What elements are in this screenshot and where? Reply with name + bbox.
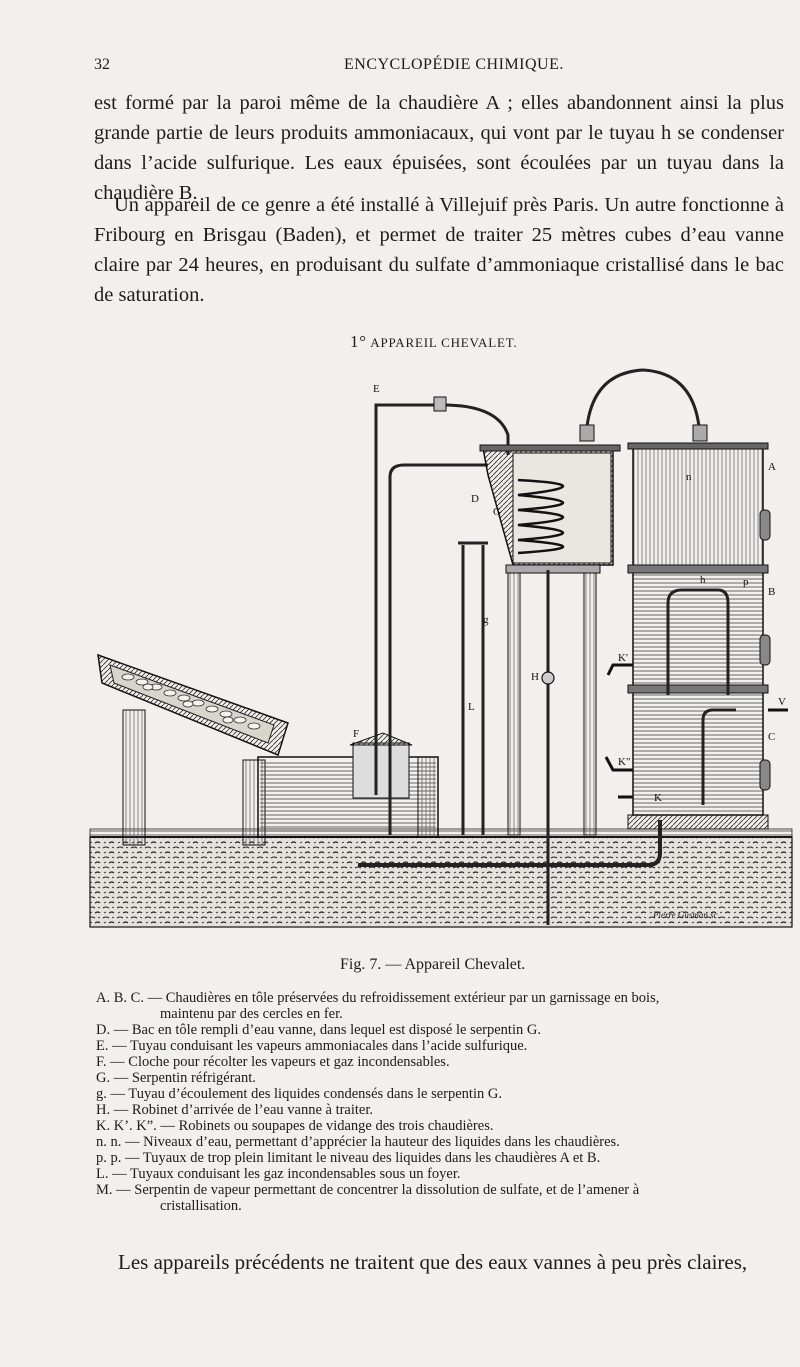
legend-item: E. — Tuyau conduisant les vapeurs ammoni… bbox=[96, 1038, 790, 1054]
legend-key: n. n. — bbox=[96, 1134, 140, 1150]
legend-item: g. — Tuyau d’écoulement des liquides con… bbox=[96, 1086, 790, 1102]
legend-key: p. p. — bbox=[96, 1150, 140, 1166]
legend-desc: Serpentin de vapeur permettant de concen… bbox=[134, 1182, 640, 1198]
legend-desc: Tuyau d’écoulement des liquides condensé… bbox=[128, 1086, 502, 1102]
label-V: V bbox=[778, 696, 786, 708]
label-K1: K' bbox=[618, 652, 628, 664]
legend-desc: Tuyaux conduisant les gaz incondensables… bbox=[129, 1166, 461, 1182]
figure-heading: 1° APPAREIL CHEVALET. bbox=[350, 332, 518, 352]
legend-desc: Cloche pour récolter les vapeurs et gaz … bbox=[128, 1054, 450, 1070]
legend-key: g. — bbox=[96, 1086, 125, 1102]
page-number: 32 bbox=[94, 56, 110, 73]
apparatus-engraving: E D G g L H F A B C n p h K' K" K V Pier… bbox=[89, 368, 793, 928]
legend-key: A. B. C. — bbox=[96, 990, 163, 1006]
label-C: C bbox=[768, 731, 775, 743]
acid-tank bbox=[257, 732, 439, 838]
label-h: h bbox=[700, 574, 706, 586]
refrigerant-box-D bbox=[479, 444, 621, 566]
label-B: B bbox=[768, 586, 775, 598]
figure-caption: Fig. 7. — Appareil Chevalet. bbox=[340, 956, 526, 973]
figure-heading-number: 1° bbox=[350, 332, 367, 351]
label-p: p bbox=[743, 576, 749, 588]
paragraph-1: est formé par la paroi même de la chaudi… bbox=[94, 92, 784, 204]
running-title: ENCYCLOPÉDIE CHIMIQUE. bbox=[344, 56, 564, 73]
legend-key: D. — bbox=[96, 1022, 129, 1038]
label-H: H bbox=[531, 671, 539, 683]
boiler-column bbox=[604, 442, 788, 830]
legend-key: F. — bbox=[96, 1054, 125, 1070]
running-head: 32 ENCYCLOPÉDIE CHIMIQUE. bbox=[94, 56, 760, 78]
legend-desc: Tuyau conduisant les vapeurs ammoniacale… bbox=[129, 1038, 528, 1054]
crystallizer-tray bbox=[97, 653, 289, 846]
legend-desc: Tuyaux de trop plein limitant le niveau … bbox=[142, 1150, 601, 1166]
label-E: E bbox=[373, 383, 380, 395]
legend-item: K. K’. K”. — Robinets ou soupapes de vid… bbox=[96, 1118, 790, 1134]
legend-item: F. — Cloche pour récolter les vapeurs et… bbox=[96, 1054, 790, 1070]
legend-desc: Robinet d’arrivée de l’eau vanne à trait… bbox=[131, 1102, 374, 1118]
legend-key: H. — bbox=[96, 1102, 129, 1118]
legend-item: A. B. C. — Chaudières en tôle préservées… bbox=[96, 990, 790, 1022]
label-K: K bbox=[654, 792, 662, 804]
legend-desc: Chaudières en tôle préservées du refroid… bbox=[165, 990, 660, 1006]
pipes-g-L-H bbox=[358, 541, 662, 925]
legend-cont: cristallisation. bbox=[160, 1198, 242, 1214]
figure-heading-text: APPAREIL CHEVALET. bbox=[370, 335, 518, 350]
legend-item: L. — Tuyaux conduisant les gaz incondens… bbox=[96, 1166, 790, 1182]
label-g: g bbox=[483, 614, 489, 626]
legend-item: M. — Serpentin de vapeur permettant de c… bbox=[96, 1182, 790, 1214]
label-K2: K" bbox=[618, 756, 630, 768]
label-D: D bbox=[471, 493, 479, 505]
label-G: G bbox=[493, 506, 501, 518]
legend-item: n. n. — Niveaux d’eau, permettant d’appr… bbox=[96, 1134, 790, 1150]
stand bbox=[505, 564, 601, 836]
legend-item: D. — Bac en tôle rempli d’eau vanne, dan… bbox=[96, 1022, 790, 1038]
label-F: F bbox=[353, 728, 359, 740]
legend-key: M. — bbox=[96, 1182, 131, 1198]
engraver-signature: Pierre Gusman sc. bbox=[652, 910, 720, 920]
legend-key: G. — bbox=[96, 1070, 129, 1086]
legend-desc: Serpentin réfrigérant. bbox=[131, 1070, 256, 1086]
pipe-E bbox=[374, 396, 510, 835]
legend-key: L. — bbox=[96, 1166, 127, 1182]
legend-desc: Bac en tôle rempli d’eau vanne, dans leq… bbox=[131, 1022, 541, 1038]
figure-legend: A. B. C. — Chaudières en tôle préservées… bbox=[96, 990, 790, 1214]
legend-item: p. p. — Tuyaux de trop plein limitant le… bbox=[96, 1150, 790, 1166]
paragraph-3: Les appareils précédents ne traitent que… bbox=[118, 1250, 748, 1274]
label-L: L bbox=[468, 701, 475, 713]
legend-key: E. — bbox=[96, 1038, 127, 1054]
legend-item: G. — Serpentin réfrigérant. bbox=[96, 1070, 790, 1086]
legend-desc: Niveaux d’eau, permettant d’apprécier la… bbox=[143, 1134, 620, 1150]
paragraph-2: Un appareil de ce genre a été installé à… bbox=[94, 194, 784, 306]
label-n: n bbox=[686, 471, 692, 483]
legend-key: K. K’. K”. — bbox=[96, 1118, 175, 1134]
connecting-pipe bbox=[579, 368, 708, 442]
legend-cont: maintenu par des cercles en fer. bbox=[160, 1006, 343, 1022]
ground-section bbox=[89, 828, 793, 928]
legend-item: H. — Robinet d’arrivée de l’eau vanne à … bbox=[96, 1102, 790, 1118]
legend-desc: Robinets ou soupapes de vidange des troi… bbox=[178, 1118, 494, 1134]
label-A: A bbox=[768, 461, 776, 473]
